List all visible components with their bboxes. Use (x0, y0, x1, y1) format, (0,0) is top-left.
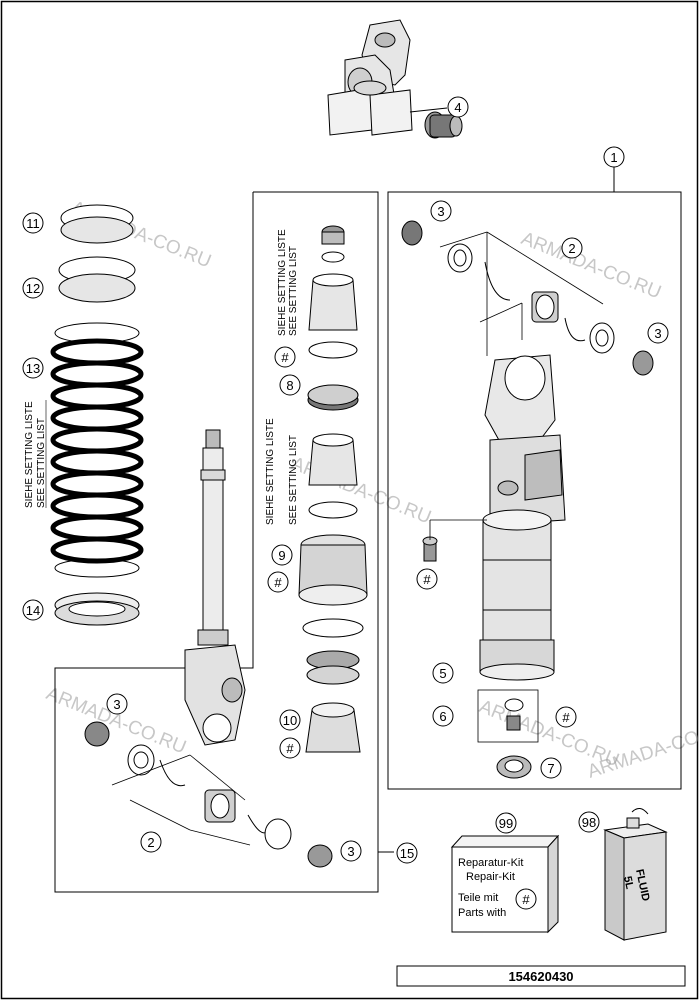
callout-3 (106, 693, 128, 715)
callout-label: 3 (437, 204, 444, 219)
callout-7 (540, 757, 562, 779)
piston-rod (184, 429, 246, 746)
callout-label: 9 (278, 548, 285, 563)
fluid-can: FLUID 5L (603, 808, 668, 941)
hash-label: # (286, 741, 294, 756)
adjuster-screw-parts (477, 689, 539, 779)
watermark-layer: ARMADA-CO.RU ARMADA-CO.RU ARMADA-CO.RU A… (43, 197, 699, 783)
mid-setting-note-en: SEE SETTING LIST (288, 435, 299, 525)
callout-2 (140, 831, 162, 853)
mid-setting-note-de: SIEHE SETTING LISTE (265, 418, 276, 525)
bleed-screw (422, 519, 487, 562)
callout-label: 3 (654, 326, 661, 341)
callout-6 (432, 705, 454, 727)
callout-label: 2 (147, 835, 154, 850)
callout-label: 5 (439, 666, 446, 681)
fluid-volume: 5L (621, 875, 635, 890)
callout-1 (603, 146, 625, 168)
shock-assembly-box (387, 191, 682, 790)
upper-setting-note-de: SIEHE SETTING LISTE (277, 229, 288, 336)
drawing-code-box (396, 965, 686, 987)
callout-numbers: 1 2 3 3 4 5 6 7 11 12 13 14 8 9 10 3 2 3… (26, 100, 662, 861)
callout-label: 10 (283, 713, 297, 728)
callout-label: 7 (547, 761, 554, 776)
callout-label: 14 (26, 603, 40, 618)
rod-shims-stack (298, 225, 368, 753)
callout-3 (430, 200, 452, 222)
hash-label: # (522, 892, 530, 907)
right-bearing-set (401, 220, 654, 376)
hash-label: # (423, 572, 431, 587)
callout-13 (22, 357, 44, 379)
reservoir-head-assembly (327, 19, 463, 139)
callout-label: 12 (26, 281, 40, 296)
callout-14 (22, 599, 44, 621)
hash-bubbles (267, 346, 577, 759)
hash-label: # (281, 350, 289, 365)
callout-label: 99 (499, 816, 513, 831)
callout-3 (340, 840, 362, 862)
callout-label: 2 (568, 241, 575, 256)
callout-4 (447, 96, 469, 118)
hash-labels: # # # # # (274, 350, 570, 756)
hash-label: # (562, 710, 570, 725)
kit-parts-de: Teile mit (458, 892, 498, 904)
callout-label: 1 (610, 150, 617, 165)
callout-12 (22, 277, 44, 299)
callout-9 (271, 544, 293, 566)
kit-parts-en: Parts with (458, 907, 506, 919)
callout-2 (561, 237, 583, 259)
watermark: ARMADA-CO.RU (288, 453, 434, 528)
callout-bubbles (22, 96, 669, 864)
callout-label: 6 (439, 709, 446, 724)
callout-label: 8 (286, 378, 293, 393)
repair-kit-box: Reparatur-Kit Repair-Kit Teile mit Parts… (450, 834, 560, 934)
shock-absorber-body (479, 354, 566, 681)
callout-label: 3 (347, 844, 354, 859)
callout-label: 3 (113, 697, 120, 712)
bracket-lines-lower (111, 754, 251, 846)
callout-10 (279, 709, 301, 731)
callout-5 (432, 662, 454, 684)
callout-label: 4 (454, 100, 461, 115)
bracket-lines (439, 231, 604, 356)
callout-label: 13 (26, 361, 40, 376)
spring-setting-note-de: SIEHE SETTING LISTE (24, 401, 35, 508)
callout-label: 98 (582, 815, 596, 830)
callout-label: 11 (26, 216, 40, 231)
spring-stack (50, 204, 144, 626)
callout-99 (495, 812, 517, 834)
callout-8 (279, 374, 301, 396)
upper-setting-note-en: SEE SETTING LIST (288, 246, 299, 336)
callout-98 (578, 811, 600, 833)
drawing-code: 154620430 (508, 969, 573, 984)
callout-3 (647, 322, 669, 344)
callout-15 (396, 842, 418, 864)
kit-label-de: Reparatur-Kit (458, 857, 523, 869)
callout-label: 15 (400, 846, 414, 861)
piston-rod-assembly-box (54, 191, 379, 893)
lower-bearing-set (84, 721, 333, 868)
callout-11 (22, 212, 44, 234)
leader-line (409, 107, 448, 113)
spring-setting-note-en: SEE SETTING LIST (36, 418, 47, 508)
kit-label-en: Repair-Kit (466, 871, 515, 883)
hash-label: # (274, 575, 282, 590)
